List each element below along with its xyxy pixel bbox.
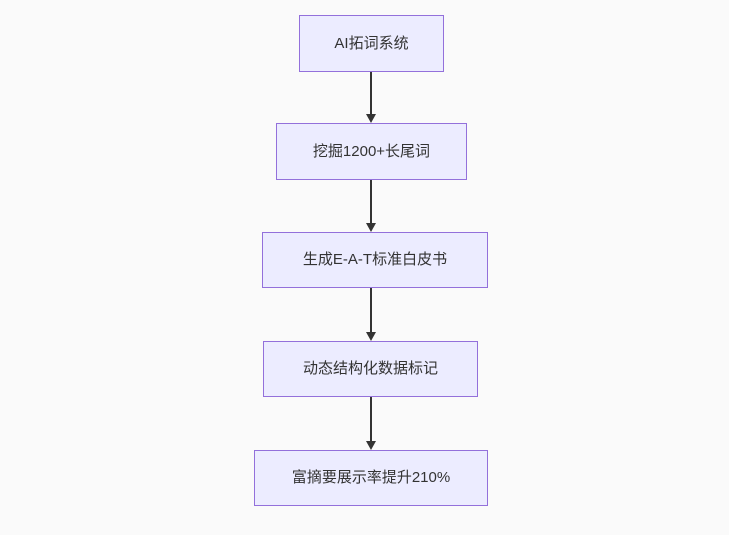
edge-n4-n5-arrowhead-icon <box>366 441 376 450</box>
flow-node-ai-keyword-system: AI拓词系统 <box>299 15 444 72</box>
edge-n1-n2-arrowhead-icon <box>366 114 376 123</box>
flow-node-rich-snippet-result: 富摘要展示率提升210% <box>254 450 488 506</box>
edge-n4-n5-line <box>370 397 372 441</box>
flow-node-label: 动态结构化数据标记 <box>302 360 438 377</box>
edge-n2-n3-line <box>370 180 372 223</box>
flow-node-label: AI拓词系统 <box>334 34 409 52</box>
flow-node-label: 挖掘1200+长尾词 <box>312 142 431 160</box>
flow-node-label: 富摘要展示率提升210% <box>291 469 451 486</box>
flow-node-eat-whitepaper: 生成E-A-T标准白皮书 <box>262 232 488 288</box>
edge-n2-n3-arrowhead-icon <box>366 223 376 232</box>
edge-n1-n2-line <box>370 72 372 114</box>
flow-node-longtail-mining: 挖掘1200+长尾词 <box>276 123 467 180</box>
flow-node-structured-data-markup: 动态结构化数据标记 <box>263 341 478 397</box>
edge-n3-n4-line <box>370 288 372 332</box>
edge-n3-n4-arrowhead-icon <box>366 332 376 341</box>
flow-node-label: 生成E-A-T标准白皮书 <box>302 251 448 268</box>
